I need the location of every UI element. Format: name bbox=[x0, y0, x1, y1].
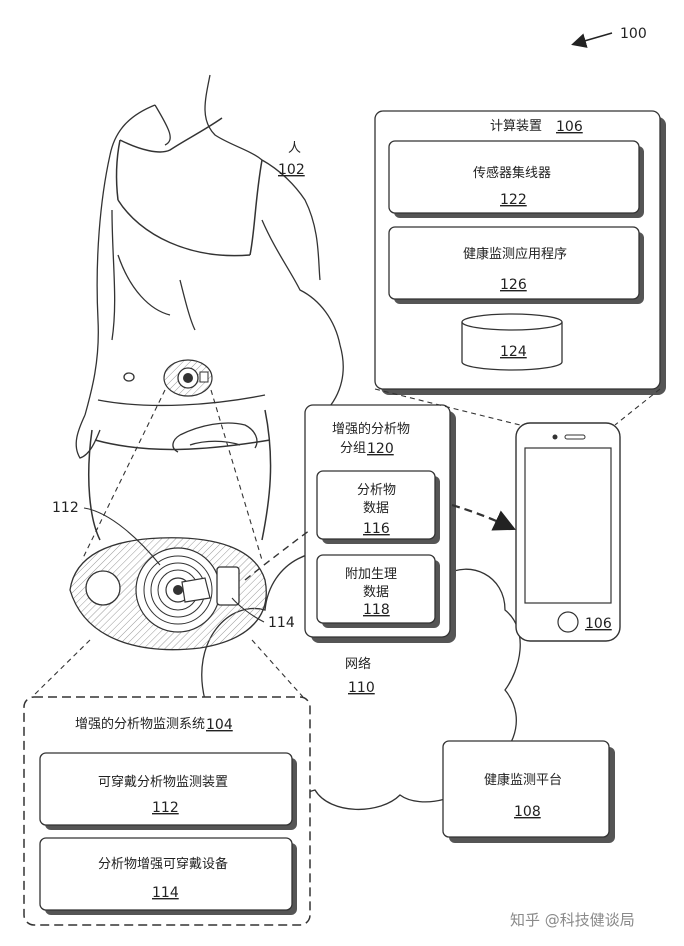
wearable-device-ref: 114 bbox=[152, 885, 179, 901]
callout-114: 114 bbox=[231, 597, 295, 631]
sensor-hub-box bbox=[388, 140, 640, 214]
phone-zoom-lines bbox=[374, 388, 661, 426]
person-label: 人 102 bbox=[278, 141, 305, 178]
health-platform-box: 健康监测平台 108 bbox=[442, 740, 615, 843]
phone-device: 106 bbox=[515, 422, 621, 642]
monitoring-system-ref: 104 bbox=[206, 717, 233, 733]
system-zoom-lines bbox=[31, 639, 304, 698]
storage-icon: 124 bbox=[461, 313, 563, 371]
wearable-monitor-label: 可穿戴分析物监测装置 bbox=[98, 774, 228, 790]
computing-device-box: 计算装置 106 传感器集线器 122 健康监测应用程序 126 124 bbox=[374, 110, 666, 395]
physio-data-label-2: 数据 bbox=[363, 585, 389, 600]
person-label-text: 人 bbox=[288, 141, 301, 156]
person-illustration bbox=[75, 74, 344, 541]
enhanced-group-title-2: 分组 bbox=[340, 441, 366, 456]
physio-data-box bbox=[316, 554, 436, 624]
health-platform-ref: 108 bbox=[514, 804, 541, 820]
analyte-data-ref: 116 bbox=[363, 521, 390, 537]
storage-ref: 124 bbox=[500, 344, 527, 360]
analyte-data-label-2: 数据 bbox=[363, 501, 389, 516]
zoom-lines bbox=[81, 389, 263, 561]
sensor-on-body bbox=[163, 359, 213, 397]
health-app-label: 健康监测应用程序 bbox=[463, 246, 567, 262]
enhanced-group-title: 增强的分析物 bbox=[332, 421, 410, 437]
callout-112-label: 112 bbox=[52, 500, 79, 516]
wearable-monitor-ref: 112 bbox=[152, 800, 179, 816]
computing-device-title: 计算装置 bbox=[490, 119, 542, 134]
figure-ref: 100 bbox=[571, 26, 647, 48]
network-label: 网络 bbox=[345, 656, 371, 672]
physio-data-label: 附加生理 bbox=[345, 567, 397, 582]
analyte-data-box bbox=[316, 470, 436, 540]
enhanced-group-box: 增强的分析物 分组 120 分析物 数据 116 附加生理 数据 118 bbox=[304, 404, 456, 643]
analyte-data-label: 分析物 bbox=[357, 483, 396, 498]
health-app-ref: 126 bbox=[500, 277, 527, 293]
watermark: 知乎 @科技健谈局 bbox=[510, 911, 635, 929]
wearable-device-box bbox=[39, 837, 293, 911]
monitoring-system-box: 增强的分析物监测系统 104 可穿戴分析物监测装置 112 分析物增强可穿戴设备… bbox=[23, 696, 311, 926]
wearable-device-label: 分析物增强可穿戴设备 bbox=[98, 856, 228, 872]
wearable-monitor-box bbox=[39, 752, 293, 826]
phone-ref: 106 bbox=[585, 616, 612, 632]
physio-data-ref: 118 bbox=[363, 602, 390, 618]
sensor-hub-ref: 122 bbox=[500, 192, 527, 208]
person-ref: 102 bbox=[278, 162, 305, 178]
callout-114-label: 114 bbox=[268, 615, 295, 631]
monitoring-system-title: 增强的分析物监测系统 bbox=[75, 716, 205, 732]
connection-dashes bbox=[244, 503, 516, 581]
sensor-enlarged bbox=[69, 537, 267, 651]
health-platform-label: 健康监测平台 bbox=[484, 772, 562, 788]
health-app-box bbox=[388, 226, 640, 300]
enhanced-group-ref: 120 bbox=[367, 441, 394, 457]
figure-ref-label: 100 bbox=[620, 26, 647, 42]
network-ref: 110 bbox=[348, 680, 375, 696]
callout-112: 112 bbox=[52, 500, 161, 566]
computing-device-ref: 106 bbox=[556, 119, 583, 135]
sensor-hub-label: 传感器集线器 bbox=[473, 165, 551, 181]
